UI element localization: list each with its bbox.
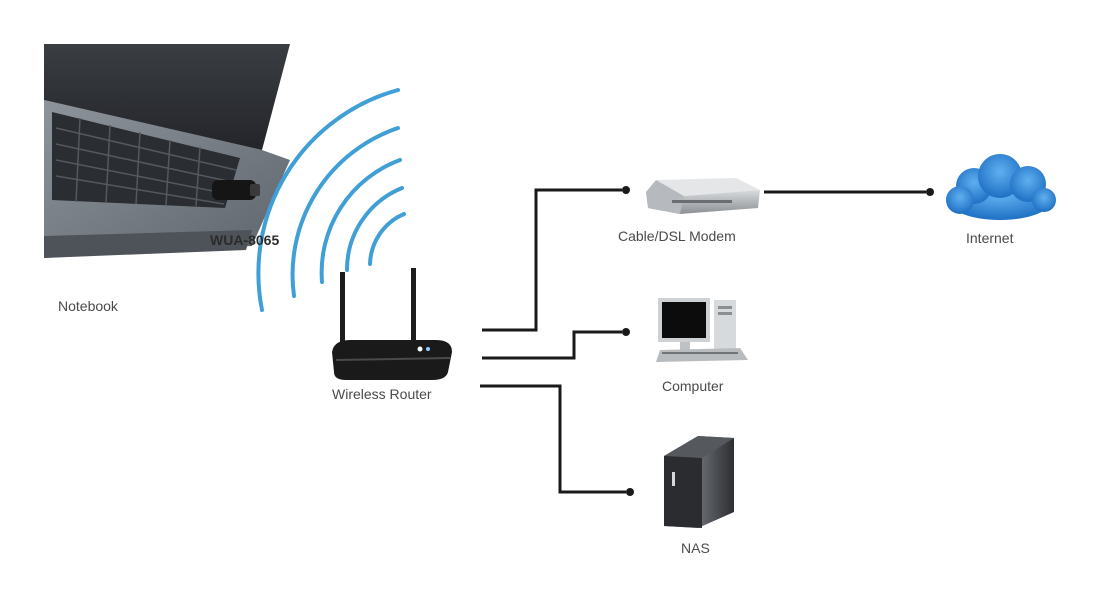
adapter-label: WUA-8065 xyxy=(210,232,280,248)
computer-label: Computer xyxy=(662,378,724,394)
router-icon xyxy=(332,268,452,380)
internet-label: Internet xyxy=(966,230,1014,246)
notebook-label: Notebook xyxy=(58,298,118,314)
router-nas-link xyxy=(480,384,626,494)
modem-icon xyxy=(646,178,760,214)
laptop-icon xyxy=(44,44,290,258)
computer-link-endpoint xyxy=(622,328,630,336)
router-modem-link xyxy=(482,188,622,332)
desktop-computer-icon xyxy=(656,298,748,362)
wifi-signal-icon xyxy=(256,88,406,312)
nas-link-endpoint xyxy=(626,488,634,496)
router-computer-link xyxy=(482,330,622,360)
modem-link-endpoint xyxy=(622,186,630,194)
modem-label: Cable/DSL Modem xyxy=(618,228,736,244)
nas-label: NAS xyxy=(681,540,710,556)
cloud-icon xyxy=(946,154,1056,220)
router-label: Wireless Router xyxy=(332,386,432,402)
internet-link-endpoint xyxy=(926,188,934,196)
nas-icon xyxy=(664,436,734,528)
usb-adapter-icon xyxy=(212,180,260,200)
